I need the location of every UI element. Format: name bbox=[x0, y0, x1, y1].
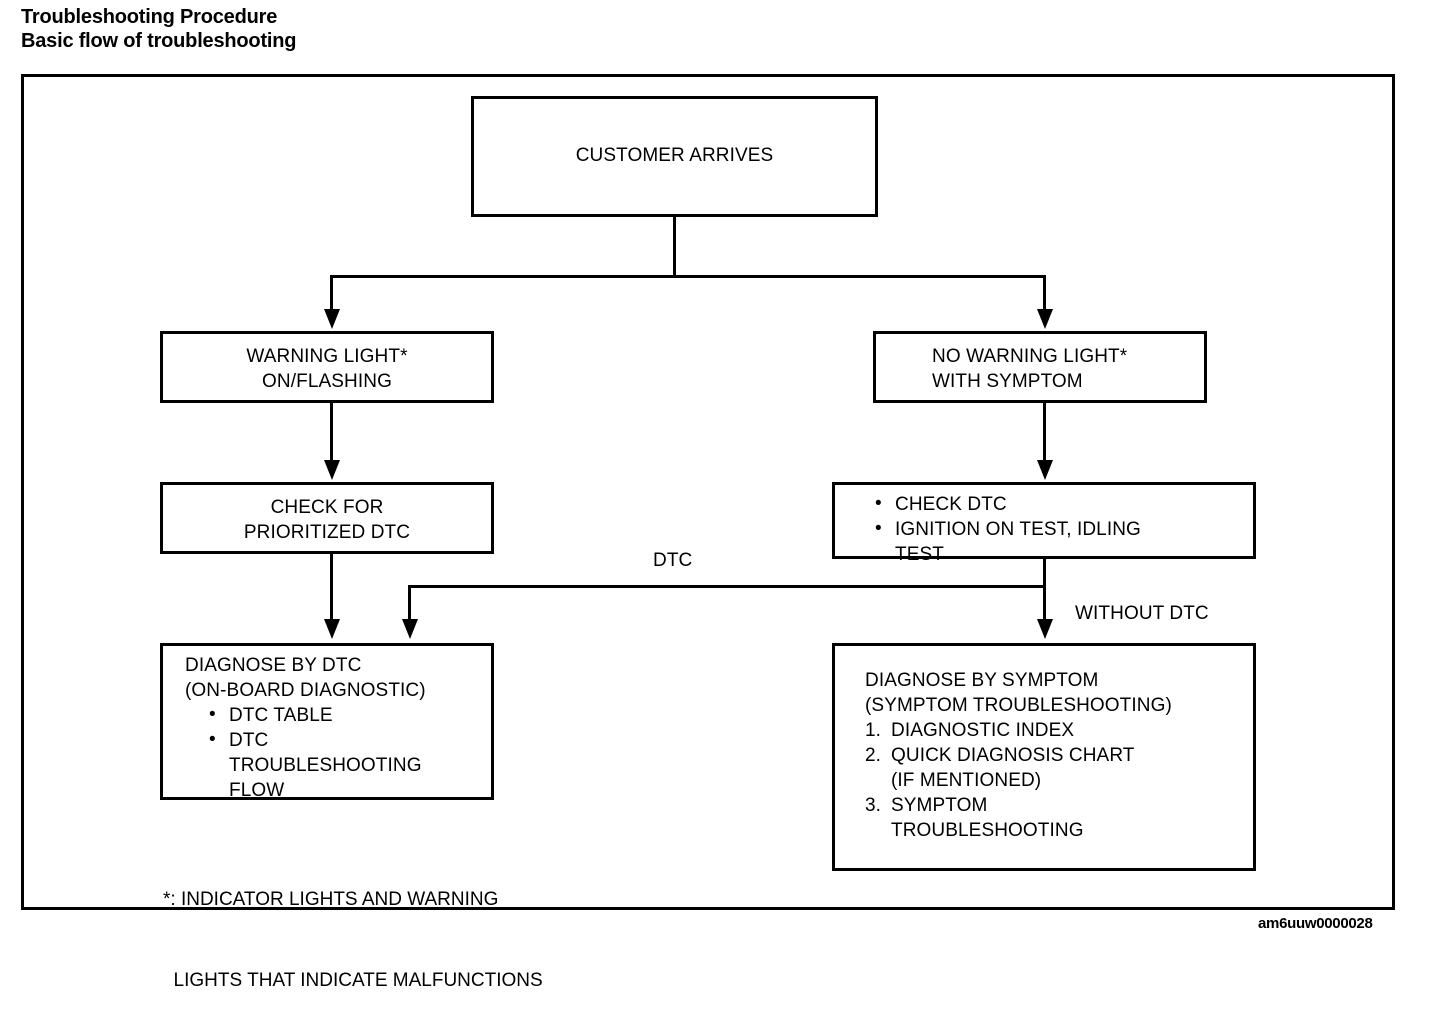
list-item: DTC bbox=[203, 727, 491, 753]
arrow-to-no-warning-light bbox=[1037, 309, 1053, 329]
edge-label-dtc: DTC bbox=[653, 550, 693, 571]
arrow-to-check-prioritized-dtc bbox=[324, 460, 340, 480]
connector-customer-stem bbox=[673, 217, 676, 277]
list-item: IGNITION ON TEST, IDLING bbox=[869, 516, 1253, 542]
node-diagnose-by-dtc-line1: DIAGNOSE BY DTC bbox=[185, 655, 362, 676]
node-diagnose-by-dtc-bullet-list: DTC TABLE DTC bbox=[203, 702, 491, 753]
connector-split-bar bbox=[330, 275, 1046, 278]
node-check-dtc: CHECK DTC IGNITION ON TEST, IDLING TEST bbox=[832, 482, 1256, 565]
node-diagnose-by-symptom-line2: (SYMPTOM TROUBLESHOOTING) bbox=[865, 695, 1172, 716]
node-diagnose-by-dtc-line2: (ON-BOARD DIAGNOSTIC) bbox=[185, 680, 426, 701]
list-item: DTC TABLE bbox=[203, 702, 491, 728]
node-diagnose-by-dtc-continuation1: TROUBLESHOOTING bbox=[229, 755, 422, 776]
diagram-frame bbox=[21, 74, 1395, 910]
node-no-warning-light: NO WARNING LIGHT* WITH SYMPTOM bbox=[873, 331, 1207, 403]
connector-warning-to-check bbox=[330, 403, 333, 462]
list-item: 1. DIAGNOSTIC INDEX bbox=[865, 718, 1253, 743]
node-diagnose-by-symptom: DIAGNOSE BY SYMPTOM (SYMPTOM TROUBLESHOO… bbox=[832, 643, 1256, 871]
page-subtitle: Basic flow of troubleshooting bbox=[21, 30, 297, 52]
list-item: CHECK DTC bbox=[869, 491, 1253, 517]
node-customer-arrives: CUSTOMER ARRIVES bbox=[471, 96, 878, 217]
list-item-number: 2. bbox=[865, 745, 882, 766]
connector-split-left-drop bbox=[330, 275, 333, 313]
connector-nowarning-to-checkdtc bbox=[1043, 403, 1046, 462]
node-check-prioritized-dtc-line2: PRIORITIZED DTC bbox=[243, 522, 411, 543]
list-item-label: DIAGNOSTIC INDEX bbox=[891, 720, 1075, 741]
connector-dtc-branch-horizontal bbox=[408, 585, 1046, 588]
list-item-label: SYMPTOM bbox=[891, 795, 988, 816]
node-check-dtc-bullet-list: CHECK DTC IGNITION ON TEST, IDLING bbox=[869, 491, 1253, 542]
node-customer-arrives-line1: CUSTOMER ARRIVES bbox=[575, 145, 774, 166]
list-item-number: 3. bbox=[865, 795, 882, 816]
node-diagnose-by-dtc: DIAGNOSE BY DTC (ON-BOARD DIAGNOSTIC) DT… bbox=[160, 643, 494, 801]
list-item-label: QUICK DIAGNOSIS CHART bbox=[891, 745, 1135, 766]
node-no-warning-light-line1: NO WARNING LIGHT* bbox=[932, 346, 1128, 367]
node-check-prioritized-dtc: CHECK FOR PRIORITIZED DTC bbox=[160, 482, 494, 554]
footnote-line1: *: INDICATOR LIGHTS AND WARNING bbox=[163, 889, 499, 910]
node-warning-light-line2: ON/FLASHING bbox=[262, 371, 392, 392]
node-diagnose-by-symptom-numbered-list: 1. DIAGNOSTIC INDEX 2. QUICK DIAGNOSIS C… bbox=[865, 718, 1253, 843]
connector-without-dtc-drop bbox=[1043, 585, 1046, 621]
arrow-to-warning-light bbox=[324, 309, 340, 329]
page-title: Troubleshooting Procedure bbox=[21, 6, 278, 28]
list-item: 2. QUICK DIAGNOSIS CHART bbox=[865, 743, 1253, 768]
arrow-to-diagnose-by-symptom bbox=[1037, 619, 1053, 639]
arrow-dtc-branch-to-diagnose-by-dtc bbox=[402, 619, 418, 639]
connector-split-right-drop bbox=[1043, 275, 1046, 313]
connector-dtc-branch-drop bbox=[408, 585, 411, 621]
node-diagnose-by-dtc-continuation2: FLOW bbox=[229, 780, 285, 801]
arrow-to-diagnose-by-dtc bbox=[324, 619, 340, 639]
list-item-continuation: (IF MENTIONED) bbox=[891, 770, 1042, 791]
connector-checkdtc-stem bbox=[1043, 559, 1046, 587]
node-diagnose-by-symptom-line1: DIAGNOSE BY SYMPTOM bbox=[865, 670, 1099, 691]
figure-id-watermark: am6uuw0000028 bbox=[1258, 915, 1373, 932]
footnote-line2: LIGHTS THAT INDICATE MALFUNCTIONS bbox=[163, 970, 543, 991]
list-item-continuation: TROUBLESHOOTING bbox=[891, 820, 1084, 841]
list-item: 3. SYMPTOM bbox=[865, 793, 1253, 818]
node-check-dtc-continuation: TEST bbox=[895, 544, 944, 565]
node-no-warning-light-line2: WITH SYMPTOM bbox=[932, 371, 1083, 392]
arrow-to-check-dtc bbox=[1037, 460, 1053, 480]
list-item-number: 1. bbox=[865, 720, 882, 741]
connector-check-to-diagnose-dtc bbox=[330, 554, 333, 621]
node-warning-light-line1: WARNING LIGHT* bbox=[246, 346, 408, 367]
footnote: *: INDICATOR LIGHTS AND WARNING LIGHTS T… bbox=[163, 832, 543, 1021]
node-warning-light: WARNING LIGHT* ON/FLASHING bbox=[160, 331, 494, 403]
edge-label-without-dtc: WITHOUT DTC bbox=[1075, 603, 1209, 624]
node-check-prioritized-dtc-line1: CHECK FOR bbox=[270, 497, 384, 518]
